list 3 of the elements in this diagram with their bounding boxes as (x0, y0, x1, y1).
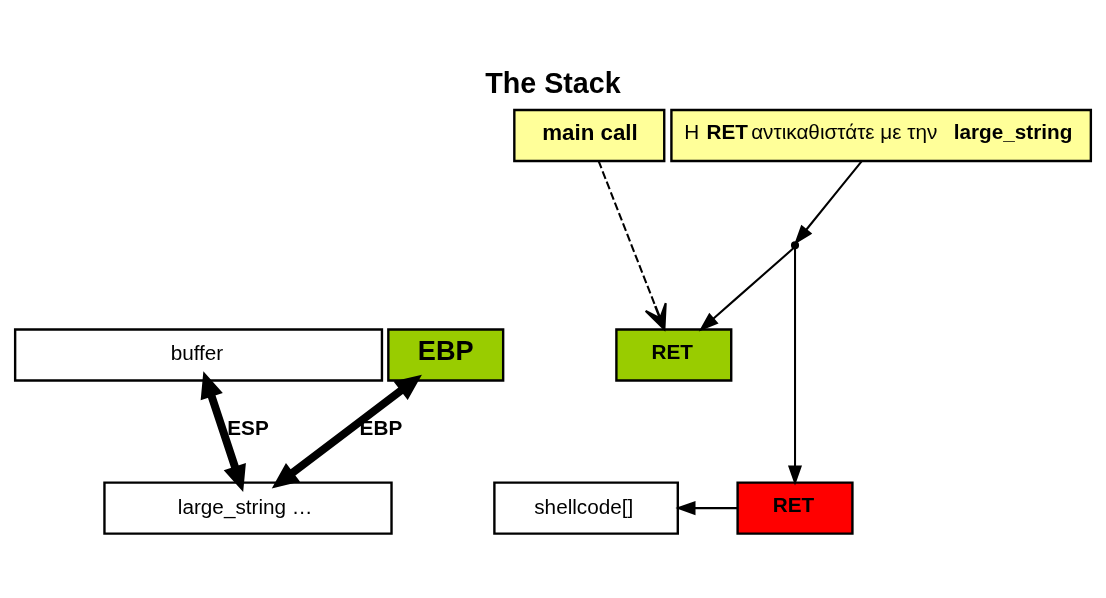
edge-label: ESP (227, 415, 269, 439)
edge-label: EBP (359, 415, 403, 439)
diagram-title: The Stack (485, 66, 621, 99)
